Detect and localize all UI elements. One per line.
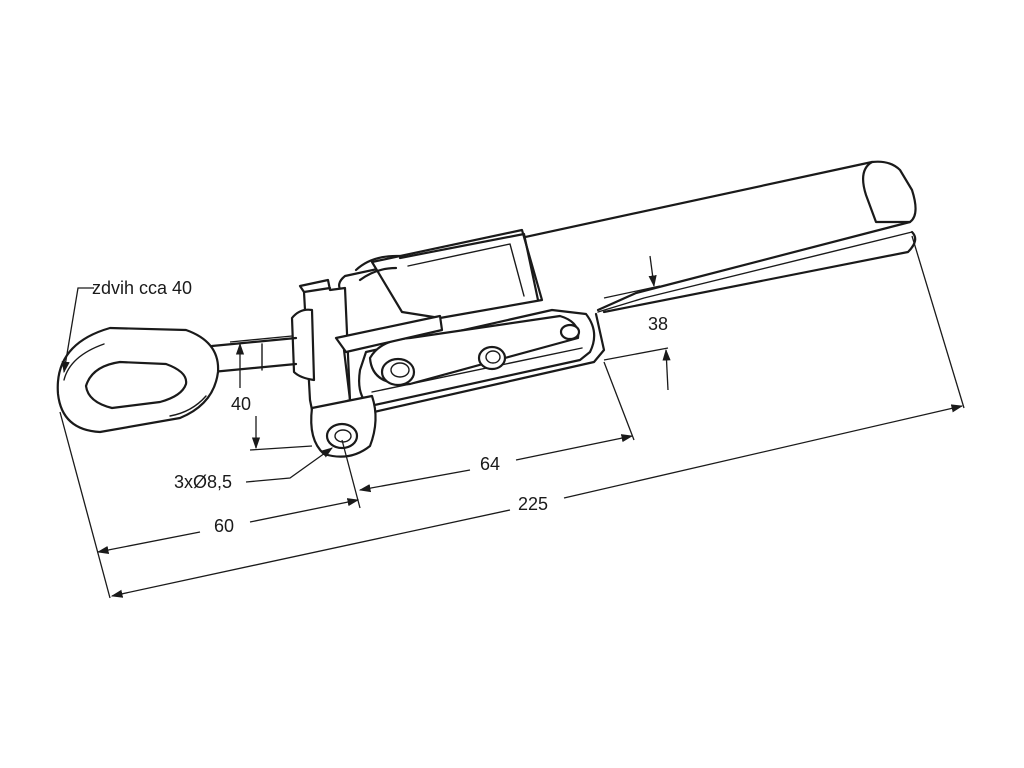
hole-note-label: 3xØ8,5 xyxy=(174,472,232,492)
dim-40-vertical xyxy=(229,335,313,451)
dim-38-vertical xyxy=(603,255,671,391)
housing-bracket xyxy=(354,228,544,320)
dim-38-label: 38 xyxy=(648,314,668,334)
eye-hook xyxy=(56,326,220,434)
dim-64-label: 64 xyxy=(480,454,500,474)
hook-rod xyxy=(210,336,298,374)
dim-225 xyxy=(59,235,965,599)
lever-handle xyxy=(338,160,917,314)
dim-60 xyxy=(96,498,360,554)
dim-225-label: 225 xyxy=(518,494,548,514)
pivot-hole-right xyxy=(559,323,581,341)
pivot-hole-left xyxy=(380,357,416,387)
dim-64 xyxy=(341,361,635,509)
dim-60-label: 60 xyxy=(214,516,234,536)
stroke-note-label: zdvih cca 40 xyxy=(92,278,192,298)
pivot-hole-middle xyxy=(477,345,507,371)
hole-leader xyxy=(245,447,333,483)
stroke-leader xyxy=(61,287,94,374)
dim-40-label: 40 xyxy=(231,394,251,414)
clamp-block xyxy=(290,278,444,422)
foot-bracket xyxy=(310,394,377,458)
